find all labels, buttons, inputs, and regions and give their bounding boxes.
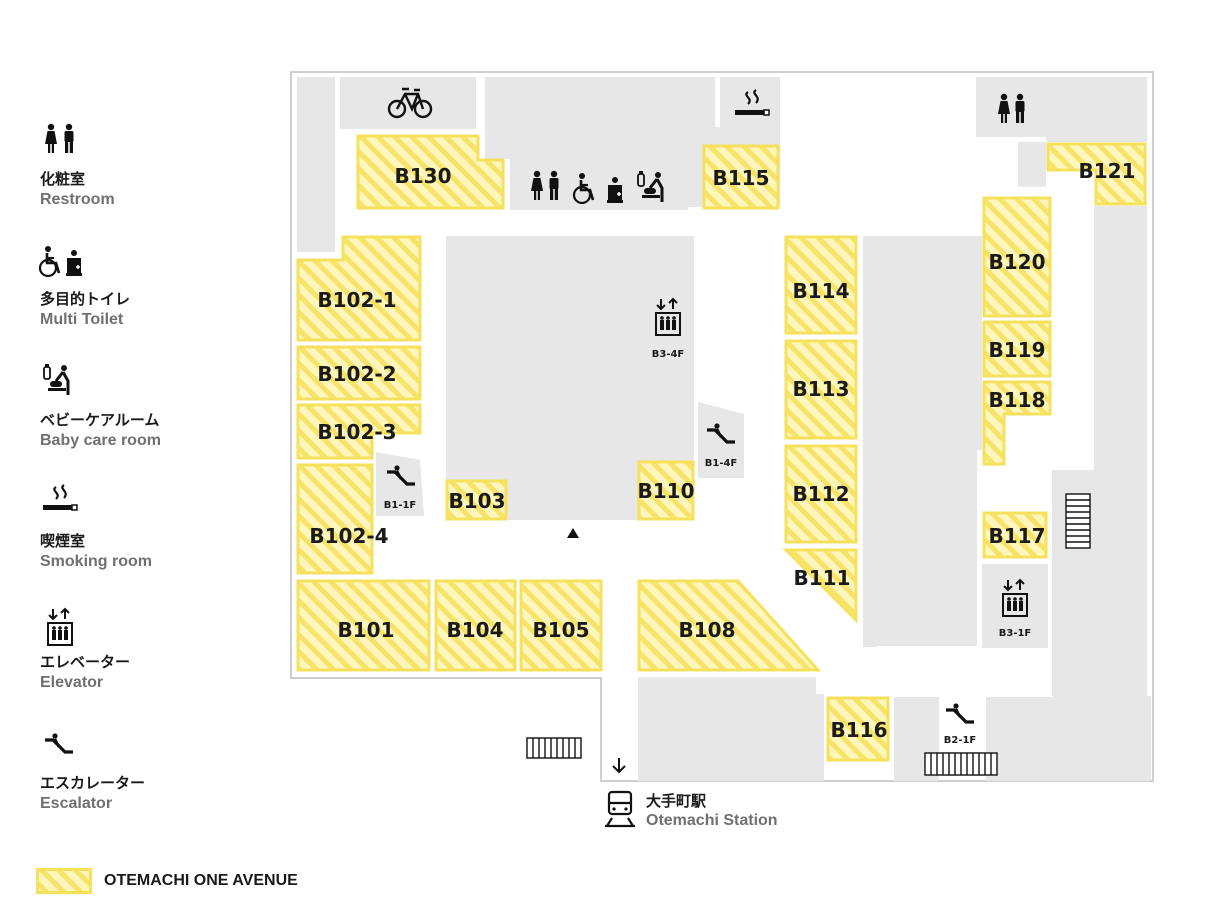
shop-label-b114: B114 bbox=[793, 279, 850, 303]
shop-b102-3[interactable] bbox=[296, 403, 422, 460]
exit-arrow-icon bbox=[612, 758, 626, 774]
legend-escalator-en: Escalator bbox=[40, 795, 113, 812]
shop-label-b102-2: B102-2 bbox=[317, 362, 396, 386]
shop-b103[interactable] bbox=[445, 479, 508, 521]
legend-escalator: エスカレーター Escalator bbox=[40, 768, 145, 813]
shop-label-b113: B113 bbox=[793, 377, 850, 401]
legend-smoking-en: Smoking room bbox=[40, 553, 153, 570]
shop-label-b102-1: B102-1 bbox=[317, 288, 396, 312]
elevator-center[interactable]: B3-4F bbox=[643, 285, 693, 365]
legend-restroom-icon bbox=[45, 123, 74, 153]
shop-b117[interactable] bbox=[982, 511, 1048, 559]
shop-label-b102-3: B102-3 bbox=[317, 420, 396, 444]
shop-label-b117: B117 bbox=[989, 524, 1046, 548]
shop-label-b101: B101 bbox=[338, 618, 395, 642]
legend-elevator-en: Elevator bbox=[40, 674, 104, 691]
shop-b119[interactable] bbox=[982, 320, 1052, 378]
legend-elevator-jp: エレベーター bbox=[40, 653, 131, 671]
shop-label-b116: B116 bbox=[831, 718, 888, 742]
legend-elevator-icon bbox=[47, 608, 73, 646]
shop-label-b115: B115 bbox=[713, 166, 770, 190]
key-label: OTEMACHI ONE AVENUE bbox=[104, 872, 298, 889]
station-name-en: Otemachi Station bbox=[646, 812, 778, 829]
legend-multi-toilet-en: Multi Toilet bbox=[40, 311, 124, 328]
elevator-center-label: B3-4F bbox=[652, 349, 685, 360]
stairs-right bbox=[1065, 493, 1091, 549]
shop-b104[interactable] bbox=[434, 579, 517, 672]
legend-smoking-jp: 喫煙室 bbox=[40, 532, 86, 550]
shop-b130[interactable] bbox=[356, 134, 505, 210]
shop-label-b120: B120 bbox=[989, 250, 1046, 274]
shop-label-b102-4: B102-4 bbox=[309, 524, 388, 548]
escalator-left[interactable]: B1-1F bbox=[376, 452, 424, 516]
legend-multi-toilet: 多目的トイレ Multi Toilet bbox=[40, 284, 130, 329]
legend-restroom: 化粧室 Restroom bbox=[40, 164, 115, 209]
service-areas bbox=[297, 77, 1151, 781]
escalator-left-label: B1-1F bbox=[384, 500, 417, 511]
elevator-right-label: B3-1F bbox=[999, 628, 1032, 639]
shop-b105[interactable] bbox=[519, 579, 603, 672]
shop-label-b130: B130 bbox=[395, 164, 452, 188]
shop-b118[interactable] bbox=[982, 380, 1052, 466]
legend-multi-toilet-icon bbox=[38, 244, 83, 278]
shop-b102-4[interactable] bbox=[296, 463, 374, 575]
legend-restroom-en: Restroom bbox=[40, 191, 115, 208]
legend-baby-care: ベビーケアルーム Baby care room bbox=[40, 405, 161, 450]
shop-b111[interactable] bbox=[782, 548, 858, 624]
legend-multi-toilet-jp: 多目的トイレ bbox=[40, 290, 131, 308]
shop-b115[interactable] bbox=[702, 144, 780, 210]
stairs-bottom-right bbox=[924, 752, 998, 776]
legend-restroom-jp: 化粧室 bbox=[40, 170, 86, 188]
shop-b108[interactable] bbox=[637, 579, 822, 672]
legend-baby-care-icon bbox=[42, 362, 70, 397]
shop-label-b105: B105 bbox=[533, 618, 590, 642]
shop-label-b110: B110 bbox=[638, 479, 695, 503]
shop-label-b104: B104 bbox=[447, 618, 504, 642]
shop-b116[interactable] bbox=[826, 696, 890, 762]
escalator-center-label: B1-4F bbox=[705, 458, 738, 469]
shop-label-b119: B119 bbox=[989, 338, 1046, 362]
shop-b102-1[interactable] bbox=[296, 235, 422, 342]
station-name-jp: 大手町駅 bbox=[646, 792, 707, 810]
current-location-marker bbox=[567, 528, 579, 538]
shop-label-b111: B111 bbox=[794, 566, 851, 590]
escalator-bottom[interactable]: B2-1F bbox=[944, 701, 977, 746]
shop-label-b112: B112 bbox=[793, 482, 850, 506]
train-icon bbox=[605, 790, 635, 828]
shop-label-b103: B103 bbox=[449, 489, 506, 513]
shop-label-b108: B108 bbox=[679, 618, 736, 642]
legend-smoking: 喫煙室 Smoking room bbox=[40, 526, 152, 571]
legend-escalator-jp: エスカレーター bbox=[40, 774, 146, 792]
elevator-right[interactable]: B3-1F bbox=[982, 564, 1048, 648]
shop-b120[interactable] bbox=[982, 196, 1052, 318]
escalator-bottom-label: B2-1F bbox=[944, 735, 977, 746]
shop-b121[interactable] bbox=[1046, 142, 1147, 206]
shop-b114[interactable] bbox=[784, 235, 858, 335]
shop-label-b121: B121 bbox=[1079, 159, 1136, 183]
legend-elevator: エレベーター Elevator bbox=[40, 647, 130, 692]
shop-b112[interactable] bbox=[784, 444, 858, 544]
bicycle-icon bbox=[387, 87, 433, 119]
shop-b101[interactable] bbox=[296, 579, 431, 672]
legend-baby-care-en: Baby care room bbox=[40, 432, 161, 449]
shop-b102-2[interactable] bbox=[296, 345, 422, 401]
legend-baby-care-jp: ベビーケアルーム bbox=[40, 411, 160, 429]
escalator-center[interactable]: B1-4F bbox=[698, 402, 744, 478]
legend-escalator-icon bbox=[43, 731, 75, 754]
shop-b110[interactable] bbox=[637, 460, 695, 521]
shop-b113[interactable] bbox=[784, 339, 858, 440]
shop-label-b118: B118 bbox=[989, 388, 1046, 412]
key-swatch bbox=[36, 868, 92, 894]
stairs-bottom-left bbox=[526, 737, 582, 759]
legend-smoking-icon bbox=[41, 483, 79, 512]
